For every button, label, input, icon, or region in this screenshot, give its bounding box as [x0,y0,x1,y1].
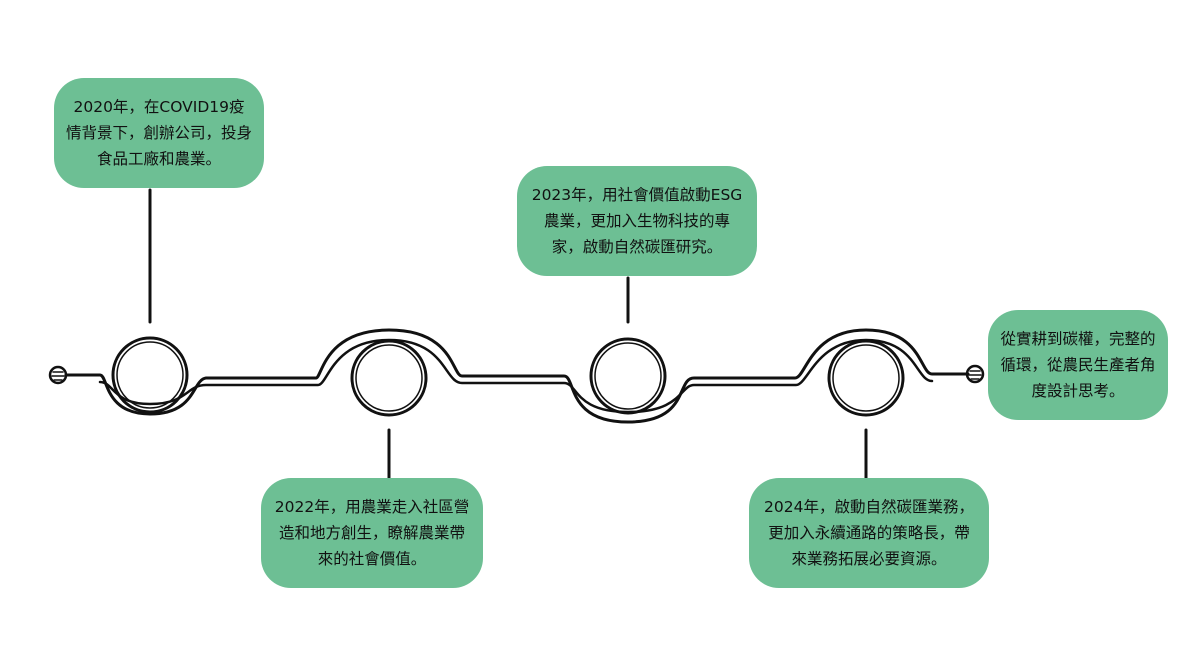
timeline-rail-outer [64,328,970,424]
timeline-end-cap [965,364,985,384]
timeline-node-3-inner [594,342,662,410]
milestone-text-final: 從實耕到碳權，完整的循環，從農民生產者角度設計思考。 [1000,330,1156,400]
timeline-node-2 [350,339,428,417]
milestone-card-2023: 2023年，用社會價值啟動ESG農業，更加入生物科技的專家，啟動自然碳匯研究。 [517,166,757,276]
milestone-text-2020: 2020年，在COVID19疫情背景下，創辦公司，投身食品工廠和農業。 [66,98,253,168]
timeline-node-1-inner [116,341,184,409]
timeline-node-4-inner [832,344,900,412]
timeline-node-1 [111,336,189,414]
milestone-text-2024: 2024年，啟動自然碳匯業務，更加入永續通路的策略長，帶來業務拓展必要資源。 [764,498,974,568]
timeline-node-3 [589,337,667,415]
timeline-rail-inner [98,338,934,414]
milestone-card-final: 從實耕到碳權，完整的循環，從農民生產者角度設計思考。 [988,310,1168,420]
timeline-node-2-inner [355,344,423,412]
timeline-start-cap [48,365,68,385]
milestone-text-2023: 2023年，用社會價值啟動ESG農業，更加入生物科技的專家，啟動自然碳匯研究。 [531,186,743,256]
timeline-node-4 [827,339,905,417]
milestone-card-2024: 2024年，啟動自然碳匯業務，更加入永續通路的策略長，帶來業務拓展必要資源。 [749,478,989,588]
milestone-card-2022: 2022年，用農業走入社區營造和地方創生，瞭解農業帶來的社會價值。 [261,478,483,588]
milestone-text-2022: 2022年，用農業走入社區營造和地方創生，瞭解農業帶來的社會價值。 [274,498,470,568]
milestone-card-2020: 2020年，在COVID19疫情背景下，創辦公司，投身食品工廠和農業。 [54,78,264,188]
